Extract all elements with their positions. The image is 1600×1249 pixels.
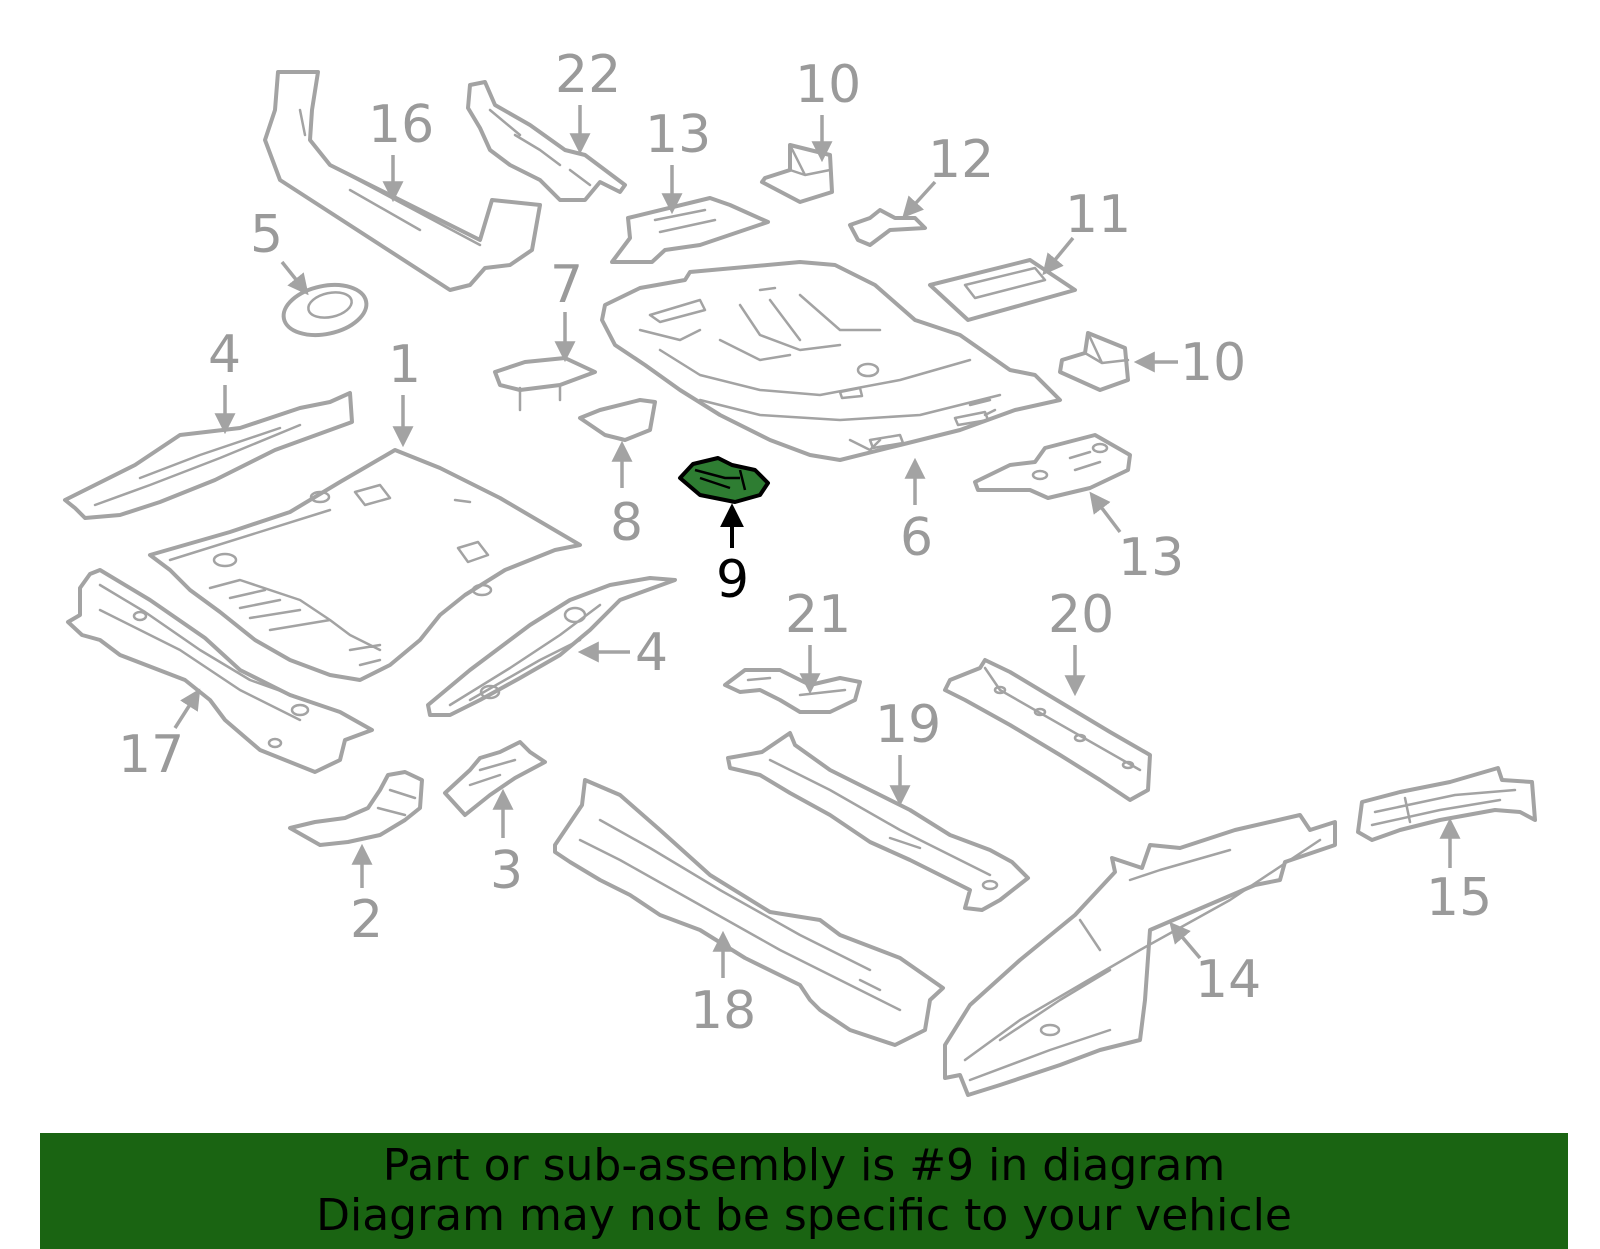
callout-4-left: 4 xyxy=(208,325,241,435)
callout-1: 1 xyxy=(388,335,421,448)
part-10-right xyxy=(1058,331,1130,392)
svg-text:3: 3 xyxy=(490,841,523,901)
svg-text:1: 1 xyxy=(388,335,421,395)
callout-3: 3 xyxy=(490,788,523,901)
svg-text:13: 13 xyxy=(645,105,711,165)
svg-text:12: 12 xyxy=(928,130,994,190)
callout-5: 5 xyxy=(250,205,309,296)
callout-6: 6 xyxy=(900,457,933,568)
svg-text:21: 21 xyxy=(785,585,851,645)
callout-10-right: 10 xyxy=(1133,333,1246,393)
part-17 xyxy=(66,568,374,774)
svg-text:10: 10 xyxy=(795,55,861,115)
svg-text:6: 6 xyxy=(900,508,933,568)
callout-9-highlighted: 9 xyxy=(716,503,749,610)
svg-text:17: 17 xyxy=(118,725,184,785)
part-16 xyxy=(263,70,542,292)
part-14 xyxy=(943,813,1337,1097)
part-7 xyxy=(493,356,597,412)
callout-20: 20 xyxy=(1048,585,1114,697)
part-11 xyxy=(928,258,1077,322)
part-15 xyxy=(1356,766,1537,842)
svg-text:2: 2 xyxy=(350,890,383,950)
callout-2: 2 xyxy=(350,843,383,950)
part-1 xyxy=(148,448,582,682)
callout-12: 12 xyxy=(902,130,994,219)
svg-text:4: 4 xyxy=(635,623,668,683)
part-6 xyxy=(600,260,1062,462)
info-banner: Part or sub-assembly is #9 in diagram Di… xyxy=(40,1133,1568,1249)
part-19 xyxy=(726,731,1030,912)
part-13-top xyxy=(610,196,770,264)
callout-13-right: 13 xyxy=(1089,491,1184,588)
callout-8: 8 xyxy=(610,440,643,553)
part-8 xyxy=(578,398,657,442)
callout-7: 7 xyxy=(550,255,583,363)
svg-text:14: 14 xyxy=(1195,950,1261,1010)
svg-text:15: 15 xyxy=(1426,868,1492,928)
callout-14: 14 xyxy=(1169,921,1261,1010)
callout-16: 16 xyxy=(368,95,434,203)
callout-10-top: 10 xyxy=(795,55,861,163)
callout-13-top: 13 xyxy=(645,105,711,215)
svg-text:16: 16 xyxy=(368,95,434,155)
part-5 xyxy=(281,282,369,338)
svg-text:20: 20 xyxy=(1048,585,1114,645)
banner-line-1: Part or sub-assembly is #9 in diagram xyxy=(382,1140,1226,1191)
part-9-highlighted xyxy=(678,456,770,504)
part-13-right xyxy=(973,433,1132,500)
part-3 xyxy=(443,740,547,817)
svg-text:8: 8 xyxy=(610,493,643,553)
part-18 xyxy=(553,778,945,1047)
svg-text:7: 7 xyxy=(550,255,583,315)
part-20 xyxy=(943,658,1152,802)
callout-15: 15 xyxy=(1426,817,1492,928)
svg-text:11: 11 xyxy=(1065,185,1131,245)
callout-22: 22 xyxy=(555,45,621,155)
svg-text:18: 18 xyxy=(690,981,756,1041)
part-12 xyxy=(848,208,927,247)
svg-text:19: 19 xyxy=(875,695,941,755)
callout-11: 11 xyxy=(1042,185,1131,276)
part-4-right xyxy=(426,576,677,717)
svg-text:13: 13 xyxy=(1118,528,1184,588)
callout-17: 17 xyxy=(118,688,201,785)
part-21 xyxy=(723,668,862,714)
callout-4-right: 4 xyxy=(577,623,668,683)
part-22 xyxy=(466,80,627,202)
svg-text:22: 22 xyxy=(555,45,621,105)
svg-text:4: 4 xyxy=(208,325,241,385)
svg-text:9: 9 xyxy=(716,550,749,610)
banner-line-2: Diagram may not be specific to your vehi… xyxy=(316,1190,1292,1241)
svg-text:10: 10 xyxy=(1180,333,1246,393)
svg-text:5: 5 xyxy=(250,205,283,265)
callout-19: 19 xyxy=(875,695,941,807)
callout-21: 21 xyxy=(785,585,851,695)
part-4-left xyxy=(63,391,354,520)
callout-18: 18 xyxy=(690,930,756,1041)
part-2 xyxy=(288,770,424,847)
